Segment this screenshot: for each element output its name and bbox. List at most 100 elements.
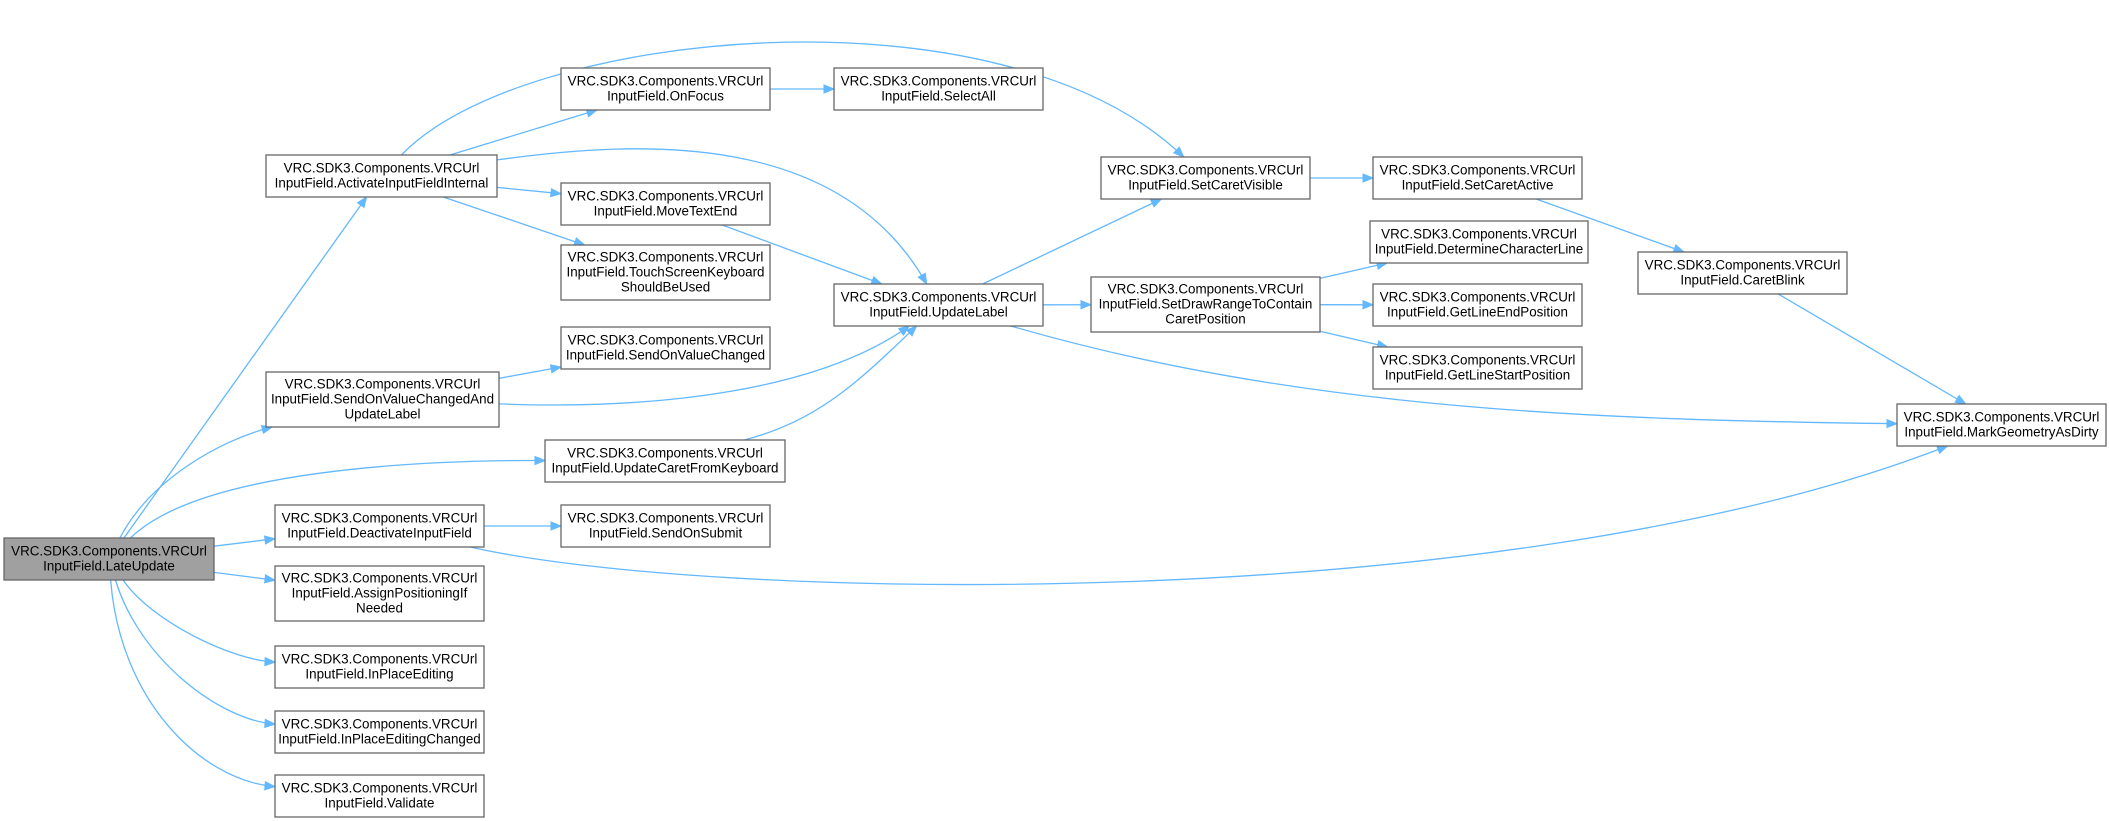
- node-label-line: InputField.TouchScreenKeyboard: [566, 265, 764, 280]
- node-DetermineCharacterLine[interactable]: VRC.SDK3.Components.VRCUrlInputField.Det…: [1369, 220, 1589, 264]
- arrowhead-icon: [870, 275, 884, 285]
- arrowhead-icon: [549, 364, 563, 374]
- node-box: [265, 154, 498, 198]
- edge-DeactivateInputField-to-SendOnSubmit: [484, 521, 563, 531]
- edge-LateUpdate-to-DeactivateInputField: [213, 535, 277, 547]
- node-label-line: VRC.SDK3.Components.VRCUrl: [568, 189, 764, 204]
- node-CaretBlink[interactable]: VRC.SDK3.Components.VRCUrlInputField.Car…: [1637, 251, 1848, 295]
- node-SetDrawRangeToContainCaretPosition[interactable]: VRC.SDK3.Components.VRCUrlInputField.Set…: [1090, 276, 1321, 333]
- node-box: [274, 774, 485, 818]
- node-GetLineStartPosition[interactable]: VRC.SDK3.Components.VRCUrlInputField.Get…: [1372, 346, 1583, 390]
- arrowhead-icon: [356, 195, 368, 209]
- node-SelectAll[interactable]: VRC.SDK3.Components.VRCUrlInputField.Sel…: [833, 67, 1044, 111]
- node-label-line: VRC.SDK3.Components.VRCUrl: [1380, 290, 1576, 305]
- node-label-line: VRC.SDK3.Components.VRCUrl: [285, 377, 481, 392]
- node-label-line: VRC.SDK3.Components.VRCUrl: [841, 74, 1037, 89]
- arrowhead-icon: [1149, 198, 1163, 208]
- node-SetCaretVisible[interactable]: VRC.SDK3.Components.VRCUrlInputField.Set…: [1100, 156, 1311, 200]
- arrowhead-icon: [1954, 394, 1967, 405]
- node-TouchScreenKeyboardShouldBeUsed[interactable]: VRC.SDK3.Components.VRCUrlInputField.Tou…: [560, 244, 771, 301]
- node-label-line: VRC.SDK3.Components.VRCUrl: [1381, 227, 1577, 242]
- edge-line: [498, 325, 910, 406]
- node-SendOnSubmit[interactable]: VRC.SDK3.Components.VRCUrlInputField.Sen…: [560, 504, 771, 548]
- node-label-line: InputField.AssignPositioningIf: [292, 586, 468, 601]
- edge-line: [1319, 330, 1388, 348]
- node-box: [1372, 156, 1583, 200]
- edge-line: [744, 325, 917, 441]
- node-label-line: VRC.SDK3.Components.VRCUrl: [1645, 258, 1841, 273]
- node-GetLineEndPosition[interactable]: VRC.SDK3.Components.VRCUrlInputField.Get…: [1372, 283, 1583, 327]
- arrowhead-icon: [534, 455, 547, 466]
- edges-layer: [109, 41, 1967, 791]
- node-label-line: VRC.SDK3.Components.VRCUrl: [1380, 353, 1576, 368]
- edge-line: [119, 426, 273, 539]
- node-label-line: InputField.LateUpdate: [43, 559, 175, 574]
- node-SendOnValueChanged[interactable]: VRC.SDK3.Components.VRCUrlInputField.Sen…: [560, 326, 771, 370]
- arrowhead-icon: [905, 325, 918, 337]
- node-box: [1090, 276, 1321, 333]
- node-label-line: VRC.SDK3.Components.VRCUrl: [284, 161, 480, 176]
- node-box: [560, 182, 771, 226]
- edge-SetCaretActive-to-CaretBlink: [1535, 198, 1686, 253]
- node-label-line: VRC.SDK3.Components.VRCUrl: [1108, 282, 1304, 297]
- node-DeactivateInputField[interactable]: VRC.SDK3.Components.VRCUrlInputField.Dea…: [274, 504, 485, 548]
- node-UpdateCaretFromKeyboard[interactable]: VRC.SDK3.Components.VRCUrlInputField.Upd…: [544, 439, 786, 483]
- edge-line: [982, 198, 1162, 285]
- node-box: [833, 283, 1044, 327]
- edge-line: [498, 366, 562, 379]
- node-label-line: VRC.SDK3.Components.VRCUrl: [282, 511, 478, 526]
- edge-line: [122, 579, 276, 663]
- edge-SetCaretVisible-to-SetCaretActive: [1310, 173, 1375, 183]
- node-SetCaretActive[interactable]: VRC.SDK3.Components.VRCUrlInputField.Set…: [1372, 156, 1583, 200]
- node-SendOnValueChangedAndUpdateLabel[interactable]: VRC.SDK3.Components.VRCUrlInputField.Sen…: [265, 371, 500, 428]
- edge-line: [123, 196, 368, 539]
- node-box: [1100, 156, 1311, 200]
- node-label-line: VRC.SDK3.Components.VRCUrl: [567, 446, 763, 461]
- node-label-line: InputField.SendOnValueChanged: [566, 348, 765, 363]
- node-label-line: VRC.SDK3.Components.VRCUrl: [282, 571, 478, 586]
- edge-line: [109, 579, 276, 788]
- arrowhead-icon: [897, 325, 911, 336]
- edge-line: [722, 224, 882, 285]
- node-UpdateLabel[interactable]: VRC.SDK3.Components.VRCUrlInputField.Upd…: [833, 283, 1044, 327]
- edge-SendOnValueChangedAndUpdateLabel-to-UpdateLabel: [498, 325, 911, 406]
- edge-line: [443, 196, 585, 246]
- node-label-line: InputField.InPlaceEditingChanged: [278, 732, 481, 747]
- edge-line: [496, 148, 928, 285]
- edge-line: [1535, 198, 1685, 253]
- edge-line: [1777, 293, 1967, 405]
- edge-UpdateCaretFromKeyboard-to-UpdateLabel: [744, 325, 918, 441]
- node-label-line: VRC.SDK3.Components.VRCUrl: [1380, 163, 1576, 178]
- node-ActivateInputFieldInternal[interactable]: VRC.SDK3.Components.VRCUrlInputField.Act…: [265, 154, 498, 198]
- node-label-line: InputField.DetermineCharacterLine: [1375, 242, 1583, 257]
- node-box: [560, 504, 771, 548]
- node-box: [1637, 251, 1848, 295]
- node-box: [265, 371, 500, 428]
- node-OnFocus[interactable]: VRC.SDK3.Components.VRCUrlInputField.OnF…: [560, 67, 771, 111]
- node-InPlaceEditing[interactable]: VRC.SDK3.Components.VRCUrlInputField.InP…: [274, 645, 485, 689]
- node-label-line: VRC.SDK3.Components.VRCUrl: [568, 511, 764, 526]
- arrowhead-icon: [917, 272, 928, 286]
- node-AssignPositioningIfNeeded[interactable]: VRC.SDK3.Components.VRCUrlInputField.Ass…: [274, 565, 485, 622]
- node-label-line: VRC.SDK3.Components.VRCUrl: [568, 74, 764, 89]
- node-LateUpdate[interactable]: VRC.SDK3.Components.VRCUrlInputField.Lat…: [3, 537, 215, 581]
- edge-ActivateInputFieldInternal-to-OnFocus: [449, 108, 599, 156]
- node-box: [560, 67, 771, 111]
- edge-line: [114, 579, 276, 725]
- node-InPlaceEditingChanged[interactable]: VRC.SDK3.Components.VRCUrlInputField.InP…: [274, 710, 485, 754]
- node-label-line: CaretPosition: [1165, 312, 1245, 327]
- node-Validate[interactable]: VRC.SDK3.Components.VRCUrlInputField.Val…: [274, 774, 485, 818]
- arrowhead-icon: [1172, 146, 1185, 158]
- node-label-line: ShouldBeUsed: [621, 280, 710, 295]
- edge-LateUpdate-to-Validate: [109, 579, 277, 791]
- arrowhead-icon: [1080, 299, 1093, 310]
- arrowhead-icon: [1886, 418, 1899, 429]
- node-MarkGeometryAsDirty[interactable]: VRC.SDK3.Components.VRCUrlInputField.Mar…: [1896, 403, 2107, 447]
- node-box: [274, 645, 485, 689]
- node-label-line: InputField.SetDrawRangeToContain: [1099, 297, 1313, 312]
- node-label-line: VRC.SDK3.Components.VRCUrl: [841, 290, 1037, 305]
- node-MoveTextEnd[interactable]: VRC.SDK3.Components.VRCUrlInputField.Mov…: [560, 182, 771, 226]
- node-label-line: InputField.GetLineStartPosition: [1385, 368, 1570, 383]
- edge-LateUpdate-to-UpdateCaretFromKeyboard: [130, 455, 547, 539]
- arrowhead-icon: [1672, 243, 1686, 253]
